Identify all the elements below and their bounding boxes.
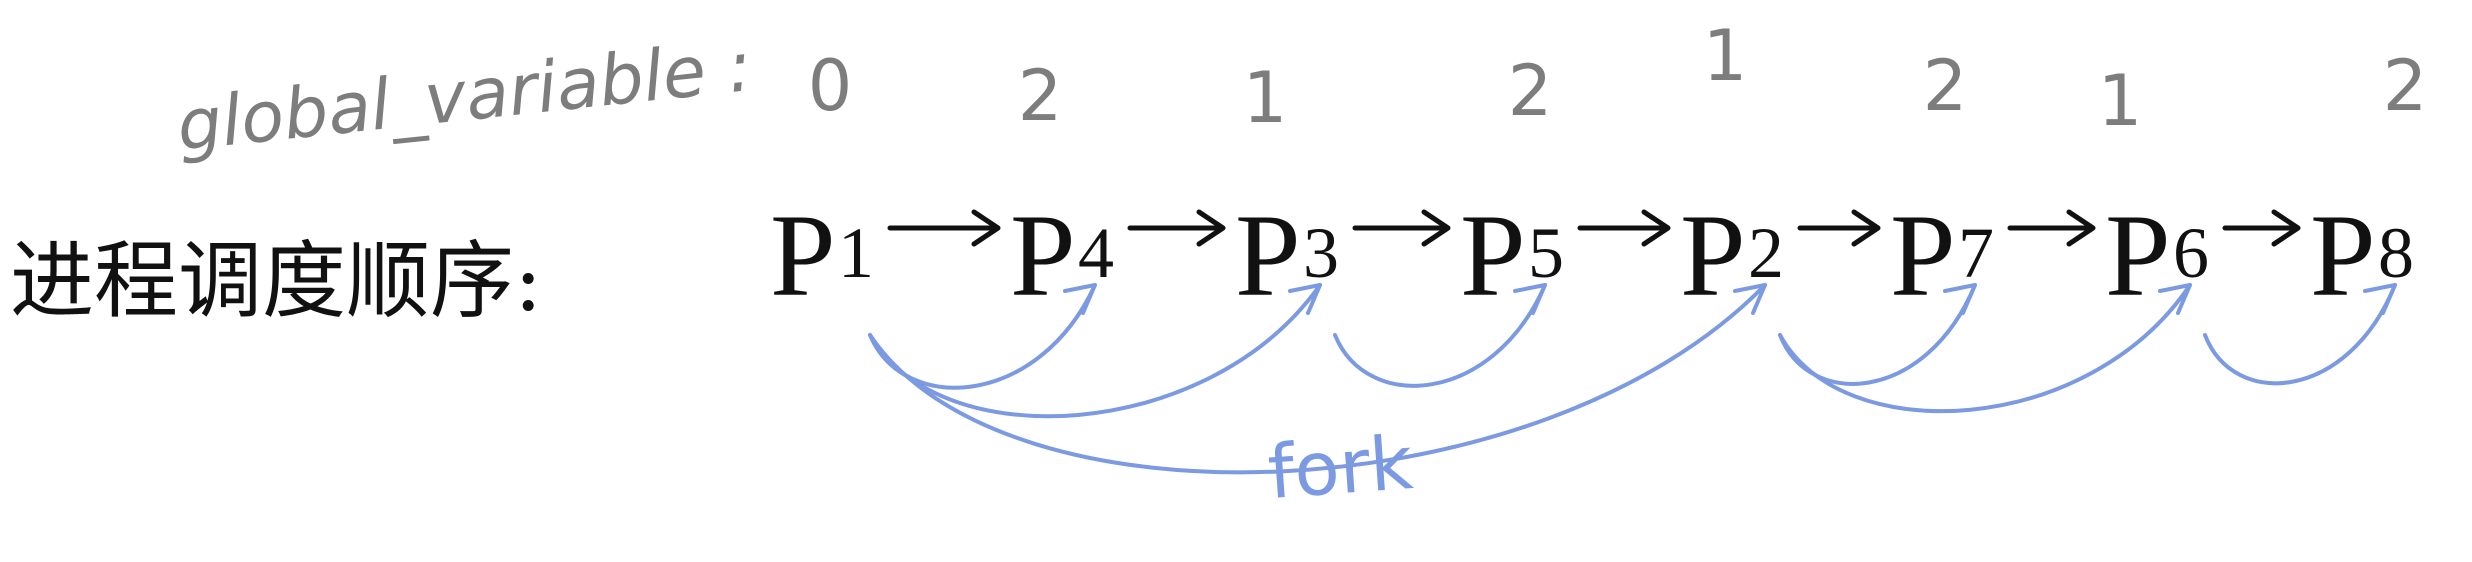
sequence-arrows: [887, 209, 2301, 247]
process-subscript: 8: [2378, 213, 2414, 293]
global-variable-value: 0: [808, 45, 853, 127]
process-letter: P: [770, 190, 836, 321]
global-variable-value: 1: [1703, 15, 1748, 97]
fork-label: fork: [1265, 420, 1415, 516]
schedule-label: 进程调度顺序:: [10, 232, 542, 330]
process-letter: P: [1460, 190, 1526, 321]
global-variable-value: 2: [1923, 45, 1968, 127]
process-subscript: 2: [1748, 213, 1784, 293]
global-variable-value: 2: [1508, 50, 1553, 132]
sequence-arrow: [1127, 209, 1226, 247]
process-letter: P: [2310, 190, 2376, 321]
sequence-arrow: [887, 209, 1001, 247]
fork-arrowhead: [1943, 283, 1977, 315]
process-letter: P: [1890, 190, 1956, 321]
fork-arc: [868, 283, 1767, 475]
fork-arrowhead: [1733, 283, 1767, 315]
process-subscript: 4: [1078, 213, 1114, 293]
fork-arcs: [868, 283, 2397, 475]
global-variable-value: 1: [1243, 57, 1288, 139]
fork-arrowhead: [2158, 283, 2192, 315]
process-subscript: 3: [1303, 213, 1339, 293]
fork-arc: [1778, 283, 2192, 414]
process-subscript: 1: [838, 213, 874, 293]
fork-arc: [1333, 283, 1547, 388]
fork-arrowhead: [1288, 283, 1322, 315]
sequence-arrow: [1352, 209, 1451, 247]
fork-arrowhead: [2363, 283, 2397, 315]
global-variable-row: global_variable : 0 2 1 2 1 2 1 2: [173, 15, 2427, 167]
process-subscript: 5: [1528, 213, 1564, 293]
sequence-arrow: [1577, 209, 1671, 247]
fork-arrowhead: [1063, 283, 1097, 315]
global-variable-value: 2: [1018, 55, 1063, 137]
global-variable-value: 2: [2383, 45, 2428, 127]
sequence-arrow: [2007, 209, 2096, 247]
global-variable-label: global_variable :: [173, 25, 755, 167]
process-subscript: 7: [1958, 213, 1994, 293]
process-letter: P: [1235, 190, 1301, 321]
fork-arrowhead: [1513, 283, 1547, 315]
global-variable-values: 0 2 1 2 1 2 1 2: [808, 15, 2428, 142]
fork-arc: [2203, 283, 2397, 386]
sequence-arrow: [2222, 209, 2301, 247]
process-letter: P: [1680, 190, 1746, 321]
global-variable-value: 1: [2098, 60, 2143, 142]
process-letter: P: [2105, 190, 2171, 321]
sequence-arrow: [1797, 209, 1881, 247]
process-letter: P: [1010, 190, 1076, 321]
process-subscript: 6: [2173, 213, 2209, 293]
